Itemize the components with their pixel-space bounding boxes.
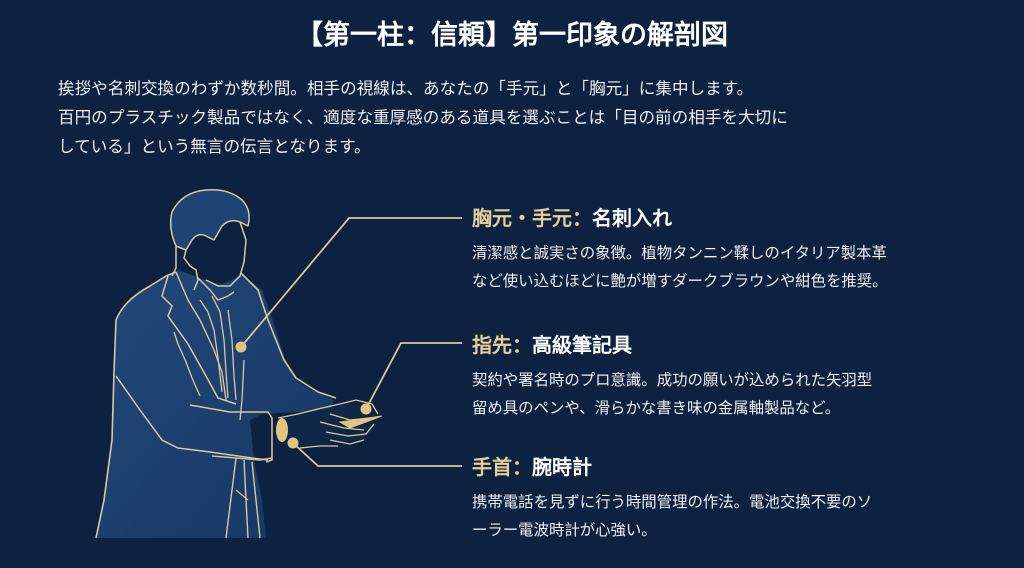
section-heading: 胸元・手元：名刺入れ bbox=[472, 203, 1002, 233]
intro-line: 挨拶や名刺交換のわずか数秒間。相手の視線は、あなたの「手元」と「胸元」に集中しま… bbox=[58, 79, 754, 98]
section-body-line: ーラー電波時計が心強い。 bbox=[472, 521, 657, 539]
section-heading-item: 名刺入れ bbox=[592, 206, 672, 230]
section-body-line: 契約や署名時のプロ意識。成功の願いが込められた矢羽型 bbox=[472, 371, 873, 389]
section-heading-location: 胸元・手元： bbox=[472, 206, 592, 230]
section-body: 携帯電話を見ずに行う時間管理の作法。電池交換不要のソ ーラー電波時計が心強い。 bbox=[472, 488, 1002, 544]
section-heading-item: 高級筆記具 bbox=[532, 333, 632, 357]
section-heading: 手首：腕時計 bbox=[472, 452, 1002, 482]
section-heading: 指先：高級筆記具 bbox=[472, 330, 1002, 360]
section-body-line: など使い込むほどに艶が増すダークブラウンや紺色を推奨。 bbox=[472, 272, 888, 290]
section-body-line: 留め具のペンや、滑らかな書き味の金属軸製品など。 bbox=[472, 399, 841, 417]
intro-line: している」という無言の伝言となります。 bbox=[58, 137, 371, 156]
section-body: 契約や署名時のプロ意識。成功の願いが込められた矢羽型 留め具のペンや、滑らかな書… bbox=[472, 366, 1002, 422]
head-icon bbox=[169, 188, 251, 301]
section-fountain-pen: 指先：高級筆記具 契約や署名時のプロ意識。成功の願いが込められた矢羽型 留め具の… bbox=[472, 330, 1002, 422]
section-body-line: 携帯電話を見ずに行う時間管理の作法。電池交換不要のソ bbox=[472, 493, 873, 511]
section-heading-location: 手首： bbox=[472, 455, 532, 479]
intro-paragraph: 挨拶や名刺交換のわずか数秒間。相手の視線は、あなたの「手元」と「胸元」に集中しま… bbox=[58, 74, 998, 161]
section-heading-location: 指先： bbox=[472, 333, 532, 357]
section-heading-item: 腕時計 bbox=[532, 455, 592, 479]
wristwatch-icon bbox=[276, 418, 288, 442]
section-wristwatch: 手首：腕時計 携帯電話を見ずに行う時間管理の作法。電池交換不要のソ ーラー電波時… bbox=[472, 452, 1002, 544]
intro-line: 百円のプラスチック製品ではなく、適度な重厚感のある道具を選ぶことは「目の前の相手… bbox=[58, 108, 788, 127]
callout-line-business-card-holder bbox=[235, 217, 462, 353]
hands-with-pen-icon bbox=[277, 399, 383, 449]
callout-line-watch bbox=[287, 437, 462, 467]
jacket-icon bbox=[95, 266, 337, 539]
page-title: 【第一柱：信頼】第一印象の解剖図 bbox=[296, 20, 728, 51]
section-business-card-holder: 胸元・手元：名刺入れ 清潔感と誠実さの象徴。植物タンニン鞣しのイタリア製本革 な… bbox=[472, 203, 1002, 295]
section-body: 清潔感と誠実さの象徴。植物タンニン鞣しのイタリア製本革 など使い込むほどに艶が増… bbox=[472, 239, 1002, 295]
callout-line-pen bbox=[360, 342, 462, 415]
section-body-line: 清潔感と誠実さの象徴。植物タンニン鞣しのイタリア製本革 bbox=[472, 244, 887, 262]
